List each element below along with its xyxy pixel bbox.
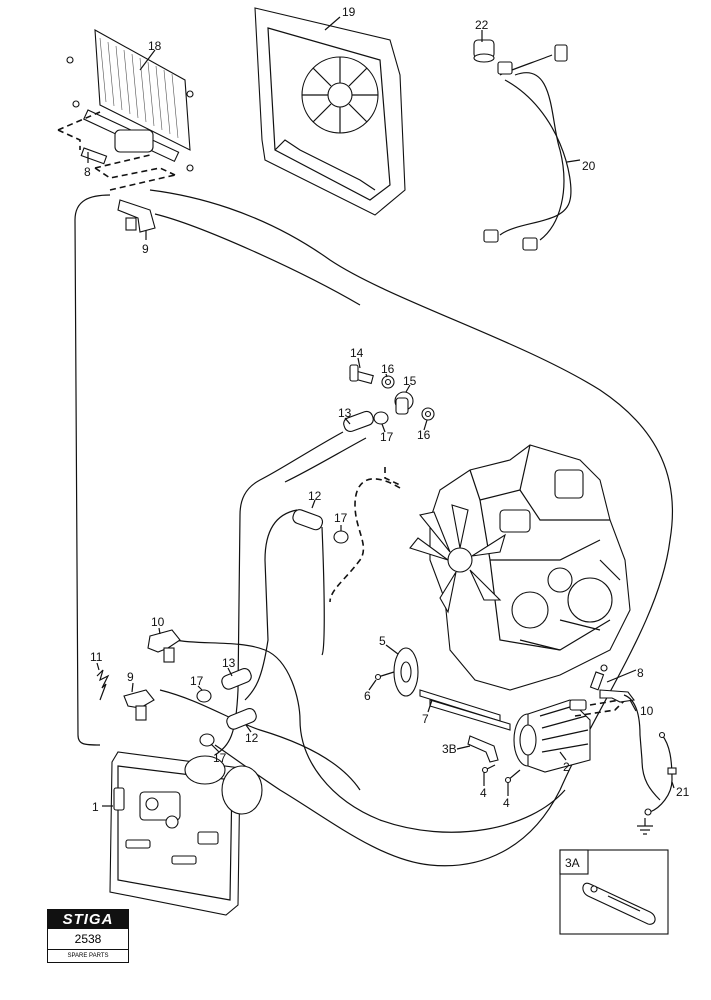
clamp-part-17-mid (333, 530, 349, 544)
banjo-part-15 (394, 391, 414, 415)
clamp-part-17-lower-a (196, 689, 212, 703)
callout-8-lower: 8 (637, 666, 644, 680)
callout-17-lower-a: 17 (190, 674, 204, 688)
clip-part-11 (96, 669, 110, 701)
bracket-part-3a (582, 882, 656, 925)
hose-part-12-lower (226, 708, 257, 730)
callout-9-upper: 9 (142, 242, 149, 256)
bolt-part-4-right (504, 769, 521, 784)
fitting-part-9-upper (117, 199, 156, 233)
hose-part-13-upper (343, 410, 374, 433)
engine-block (429, 444, 631, 691)
stiga-brand-box: STIGA 2538 SPARE PARTS (47, 909, 129, 987)
washer-part-16-upper (381, 375, 395, 389)
callout-18: 18 (148, 39, 162, 53)
callout-17-mid: 17 (334, 511, 348, 525)
belt-part-7 (419, 689, 511, 731)
callout-4-right: 4 (503, 796, 510, 810)
diagram-number: 2538 (47, 929, 129, 950)
condenser-part-18 (66, 29, 194, 172)
callout-22: 22 (475, 18, 489, 32)
callout-12-lower: 12 (245, 731, 259, 745)
callout-6: 6 (364, 689, 371, 703)
hose-part-12-upper (292, 509, 324, 531)
clamp-part-17-lower-b (199, 733, 215, 747)
callout-12-upper: 12 (308, 489, 322, 503)
fitting-part-10-upper (147, 629, 181, 663)
bracket-part-3b (467, 735, 499, 763)
callout-labels: 18 19 22 20 8 9 14 16 15 13 17 16 12 17 … (84, 5, 690, 870)
hose-part-13-lower (221, 668, 252, 690)
callout-14: 14 (350, 346, 364, 360)
bolt-part-14 (349, 364, 374, 385)
fitting-part-10-lower (599, 689, 635, 703)
callout-5: 5 (379, 634, 386, 648)
callout-7: 7 (422, 712, 429, 726)
pulley-part-5 (393, 647, 419, 697)
fitting-part-8-upper (80, 147, 108, 165)
callout-21: 21 (676, 785, 690, 799)
clamp-part-17-upper (373, 411, 389, 425)
fan-shroud-part-19 (254, 7, 406, 216)
callout-17-upper: 17 (380, 430, 394, 444)
callout-3a: 3A (565, 856, 580, 870)
fitting-part-9-lower (123, 689, 155, 721)
callout-8-upper: 8 (84, 165, 91, 179)
wiring-harness-part-20 (483, 44, 572, 251)
stiga-logo: STIGA (47, 909, 129, 929)
bolt-part-4-left (481, 764, 496, 774)
callout-11: 11 (90, 650, 103, 664)
callout-20: 20 (582, 159, 596, 173)
callout-13-lower: 13 (222, 656, 236, 670)
callout-15: 15 (403, 374, 417, 388)
callout-4-left: 4 (480, 786, 487, 800)
callout-9-lower: 9 (127, 670, 134, 684)
leader-lines (87, 16, 675, 807)
callout-2: 2 (563, 760, 570, 774)
engine-fan (409, 504, 506, 614)
callout-10-upper: 10 (151, 615, 165, 629)
compressor-part-2 (513, 699, 591, 773)
bolt-part-6 (374, 671, 395, 681)
callout-16-upper: 16 (381, 362, 395, 376)
callout-19: 19 (342, 5, 356, 19)
fitting-part-8-lower (589, 664, 608, 691)
callout-17-lower-b: 17 (213, 751, 227, 765)
spare-parts-label: SPARE PARTS (47, 950, 129, 963)
ground-wire-part-21 (637, 731, 677, 835)
callout-3b: 3B (442, 742, 457, 756)
callout-13-upper: 13 (338, 406, 352, 420)
washer-part-16-lower (421, 407, 435, 421)
heater-unit-part-1 (109, 751, 263, 916)
callout-16-lower: 16 (417, 428, 431, 442)
callout-10-lower: 10 (640, 704, 654, 718)
connector-part-22 (473, 39, 495, 63)
callout-1: 1 (92, 800, 99, 814)
